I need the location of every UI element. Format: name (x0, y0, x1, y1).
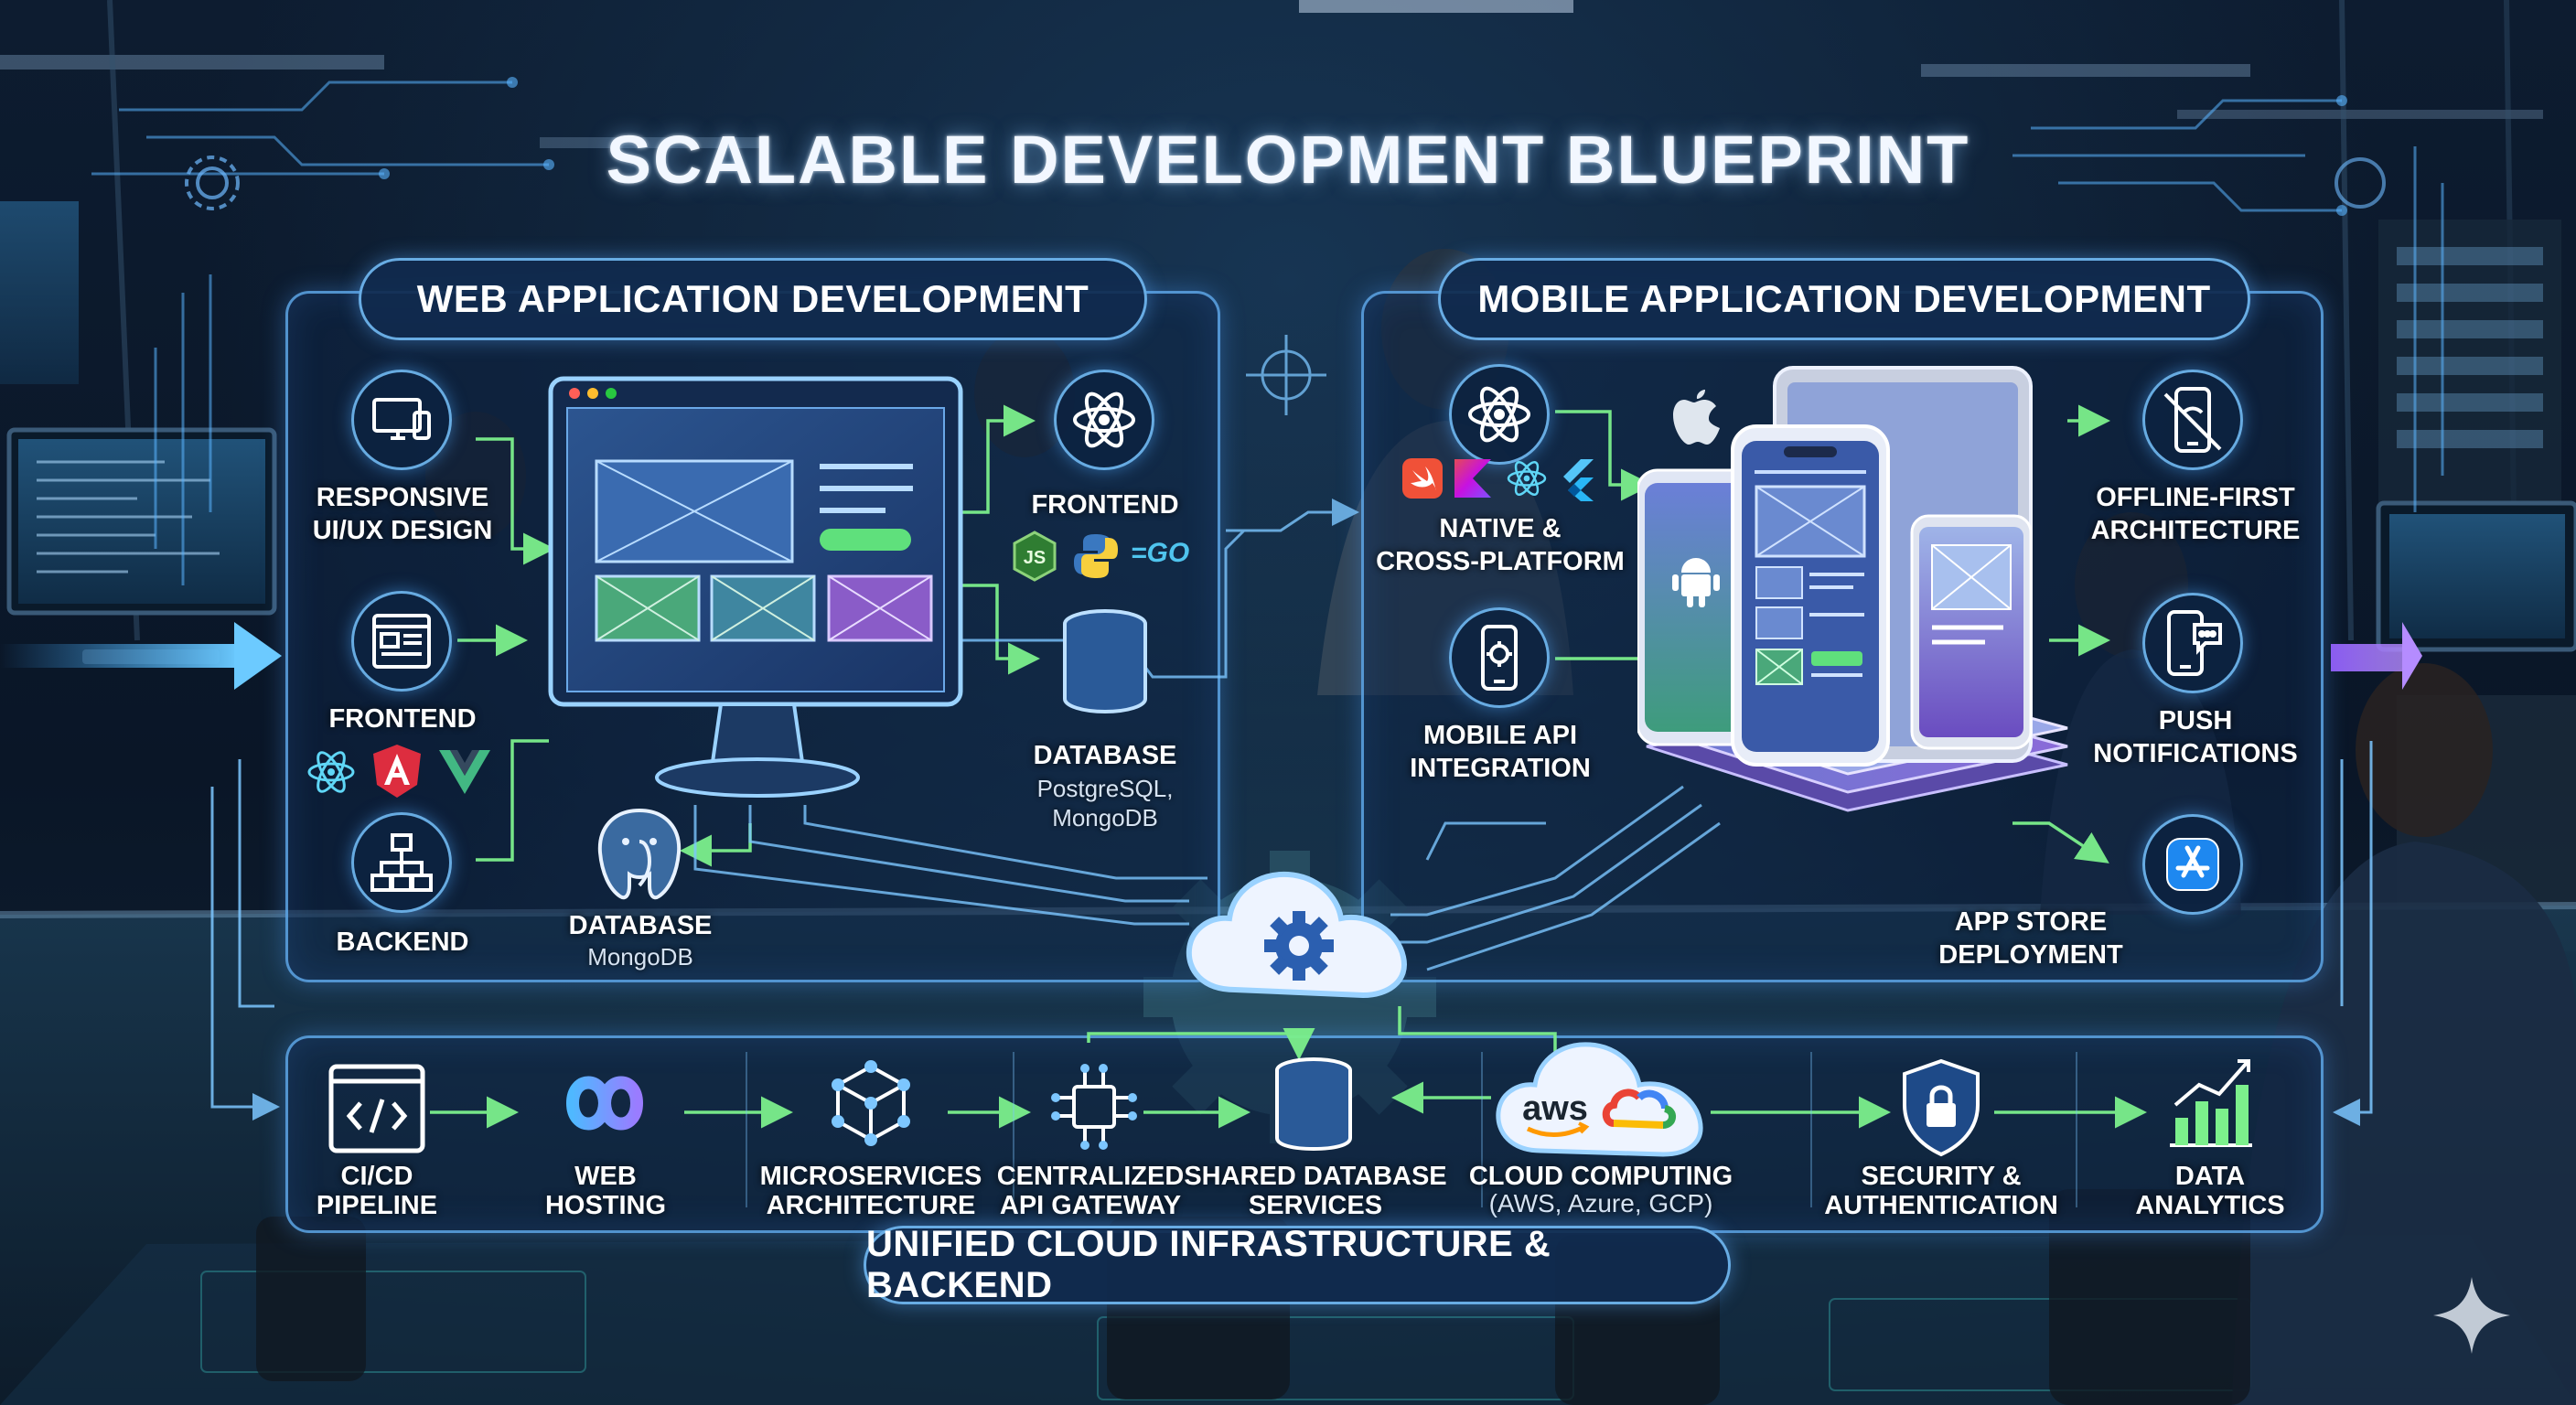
infra-label-cicd-1: CI/CD (285, 1160, 468, 1193)
app-store-icon (2142, 814, 2243, 915)
offline-label-1: OFFLINE-FIRST (2058, 481, 2333, 514)
infra-label-micro-2: ARCHITECTURE (743, 1189, 999, 1222)
phone-gear-icon (1449, 607, 1550, 708)
infra-label-hosting-1: WEB (514, 1160, 697, 1193)
flutter-icon (1559, 457, 1595, 501)
infra-label-gateway-1: CENTRALIZED (981, 1160, 1200, 1193)
angular-icon (371, 743, 423, 799)
backend-label: BACKEND (302, 926, 503, 959)
chart-icon (2155, 1048, 2265, 1158)
database-icon (1259, 1048, 1368, 1158)
right-flow-arrow (2331, 622, 2422, 690)
infra-label-micro-1: MICROSERVICES (743, 1160, 999, 1193)
js-icon: JS (1012, 531, 1057, 582)
shield-lock-icon (1886, 1052, 1996, 1162)
responsive-label-1: RESPONSIVE (302, 481, 503, 514)
infra-label-shared-db-2: SERVICES (1178, 1189, 1453, 1222)
hierarchy-icon (351, 812, 452, 913)
phone-chat-icon (2142, 593, 2243, 693)
frontend-right-label: FRONTEND (1004, 488, 1206, 521)
cloud-gear-icon (1180, 862, 1418, 1008)
database-right-sub-1: PostgreSQL, (986, 774, 1224, 803)
frontend-left-label: FRONTEND (302, 702, 503, 735)
react-icon (1054, 370, 1154, 470)
web-section-header: WEB APPLICATION DEVELOPMENT (359, 258, 1147, 340)
mobile-devices-icon (1637, 362, 2077, 893)
chip-icon (1039, 1052, 1149, 1162)
infra-label-cicd-2: PIPELINE (285, 1189, 468, 1222)
monitor-wireframe-icon (547, 375, 968, 805)
native-label-2: CROSS-PLATFORM (1354, 545, 1647, 578)
responsive-label-2: UI/UX DESIGN (302, 514, 503, 547)
database-right-sub-2: MongoDB (986, 803, 1224, 832)
database-left-sub: MongoDB (540, 942, 741, 971)
api-label-2: INTEGRATION (1372, 752, 1628, 785)
database-icon (1057, 607, 1153, 717)
python-icon (1070, 531, 1122, 582)
appstore-label-1: APP STORE (1894, 906, 2168, 938)
go-text: =GO (1131, 538, 1189, 569)
infra-label-cloud-1: CLOUD COMPUTING (1464, 1160, 1738, 1193)
cube-network-icon (816, 1048, 926, 1158)
sparkle-icon (2430, 1273, 2514, 1357)
appstore-label-2: DEPLOYMENT (1894, 938, 2168, 971)
infra-label-hosting-2: HOSTING (514, 1189, 697, 1222)
infra-label-shared-db-1: SHARED DATABASE (1178, 1160, 1453, 1193)
svg-text:JS: JS (1024, 548, 1046, 568)
infinity-icon (536, 1048, 673, 1158)
layout-icon (351, 591, 452, 692)
api-label-1: MOBILE API (1372, 719, 1628, 752)
infra-section-header: UNIFIED CLOUD INFRASTRUCTURE & BACKEND (864, 1226, 1731, 1304)
kotlin-icon (1453, 457, 1493, 499)
mobile-section-header: MOBILE APPLICATION DEVELOPMENT (1438, 258, 2250, 340)
code-window-icon (322, 1054, 432, 1164)
vue-icon (437, 748, 492, 796)
infra-label-cloud-2: (AWS, Azure, GCP) (1464, 1189, 1738, 1218)
native-label-1: NATIVE & (1390, 512, 1610, 545)
infra-label-analytics-2: ANALYTICS (2100, 1189, 2320, 1222)
database-right-label: DATABASE (1004, 739, 1206, 772)
push-label-2: NOTIFICATIONS (2058, 737, 2333, 770)
infra-label-security-1: SECURITY & (1804, 1160, 2078, 1193)
react-icon (1449, 364, 1550, 465)
infra-label-gateway-2: API GATEWAY (981, 1189, 1200, 1222)
left-flow-arrow (0, 622, 282, 690)
react-icon (304, 745, 359, 799)
phone-offline-icon (2142, 370, 2243, 470)
aws-text: aws (1522, 1089, 1588, 1128)
push-label-1: PUSH (2058, 704, 2333, 737)
infra-label-analytics-1: DATA (2100, 1160, 2320, 1193)
react-icon (1504, 456, 1550, 501)
cloud-aws-gcp-icon: aws (1491, 1032, 1711, 1162)
page-title: SCALABLE DEVELOPMENT BLUEPRINT (0, 121, 2576, 198)
swift-icon (1401, 457, 1444, 499)
infra-label-security-2: AUTHENTICATION (1804, 1189, 2078, 1222)
postgres-elephant-icon (589, 805, 690, 907)
offline-label-2: ARCHITECTURE (2058, 514, 2333, 547)
database-left-label: DATABASE (540, 909, 741, 942)
devices-icon (351, 370, 452, 470)
